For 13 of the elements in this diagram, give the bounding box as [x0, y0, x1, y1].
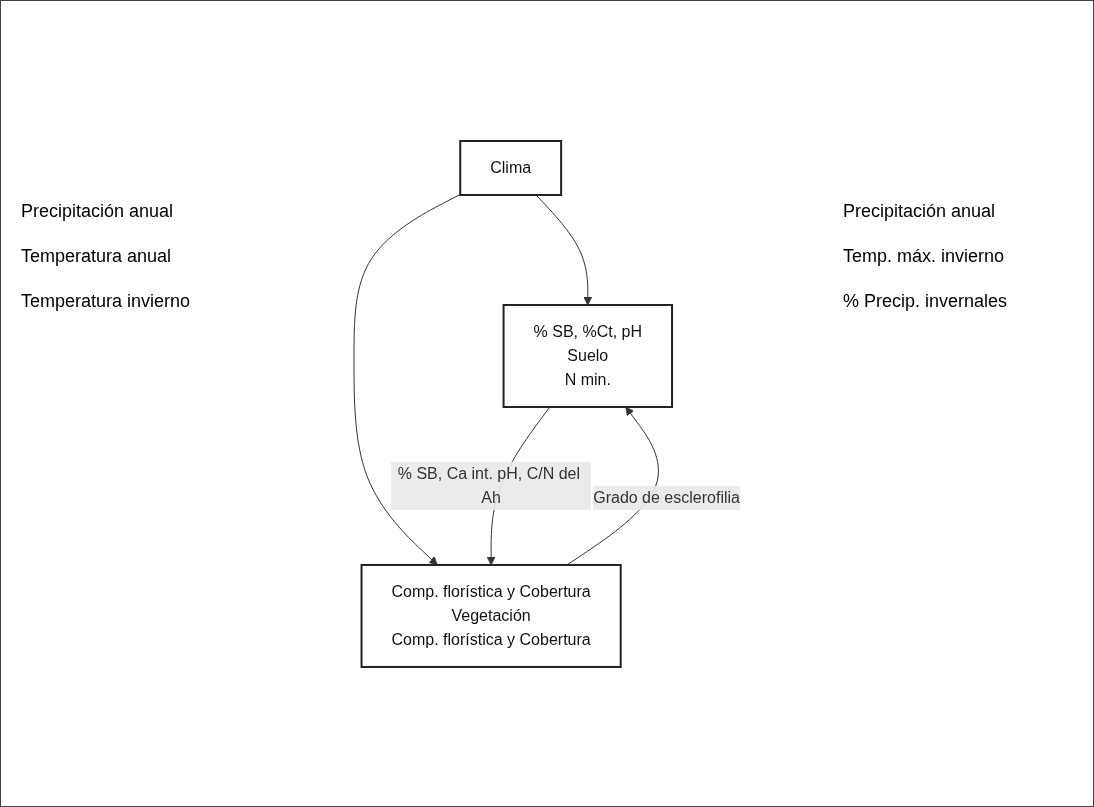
arrow — [353, 193, 461, 565]
node-box: Comp. florística y Cobertura Vegetación Comp. florística y Cobertura — [360, 563, 622, 668]
annotation-text: Precipitación anual — [21, 201, 175, 222]
edge-label: Grado de esclerofilia — [593, 488, 740, 506]
edge-label: % SB, Ca int. pH, C/N del Ah — [397, 464, 581, 506]
node-box: % SB, %Ct, pH Suelo N min. — [502, 303, 674, 408]
annotation-text: Precipitación anual — [843, 201, 997, 222]
annotation-text: % Precip. invernales — [843, 291, 1009, 312]
annotation-text: Temperatura anual — [21, 246, 173, 267]
annotation-text: Temp. máx. invierno — [843, 246, 1006, 267]
node-box: Clima — [459, 139, 563, 196]
arrow — [535, 194, 593, 305]
annotation-text: Temperatura invierno — [21, 291, 192, 312]
